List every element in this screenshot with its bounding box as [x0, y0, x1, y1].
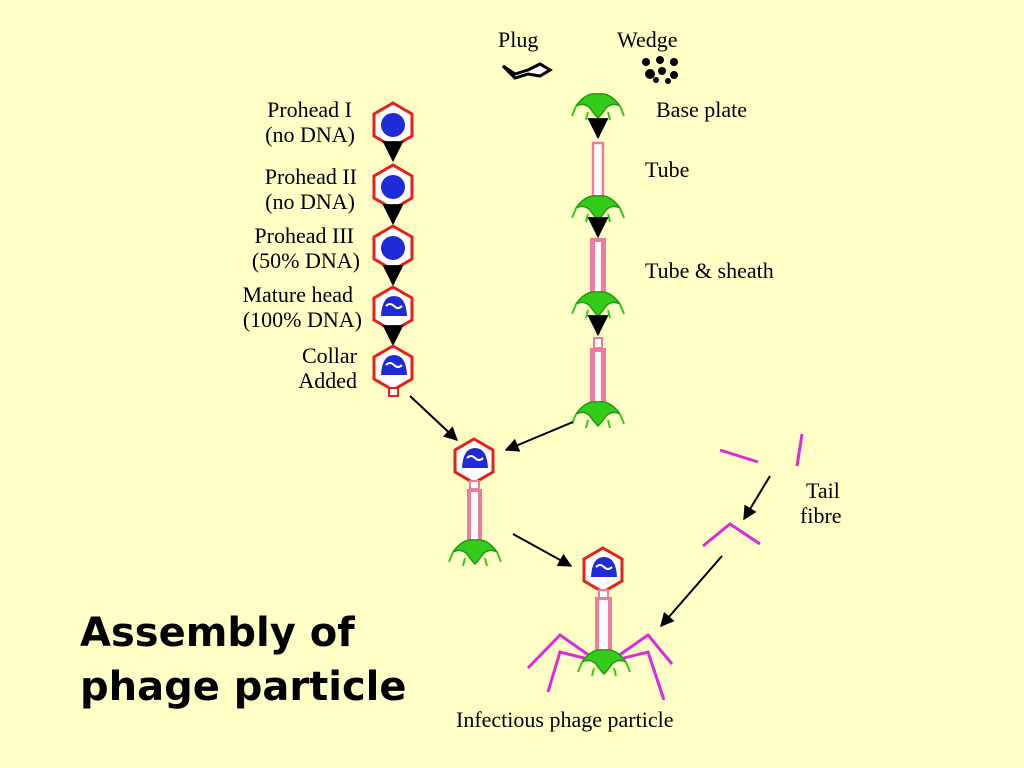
base-plate-shape: [571, 92, 625, 121]
wedge-label: Wedge: [617, 27, 678, 52]
plug-label: Plug: [498, 27, 538, 52]
collar-head-shape: [372, 344, 414, 397]
tail-fibre-label-line1: Tail: [806, 478, 840, 503]
arrow-collar-to-join: [409, 395, 459, 441]
prohead-2-sublabel: (no DNA): [265, 189, 355, 214]
collar-sublabel: Added: [298, 368, 357, 393]
prohead-3-sublabel: (50% DNA): [252, 248, 360, 273]
arrow-complex-to-final: [512, 533, 573, 567]
prohead-2-shape: [372, 163, 414, 211]
base-plate-label: Base plate: [656, 97, 747, 122]
prohead-3-label: Prohead III: [254, 223, 354, 248]
completed-tail: [571, 337, 625, 429]
slide-title-line2: phage particle: [80, 664, 407, 710]
tail-fibre-assembled: [702, 522, 761, 548]
arrow-tail-to-join: [504, 421, 574, 452]
tail-fibre-pieces: [719, 433, 804, 467]
collar-label: Collar: [302, 343, 358, 368]
arrow-fibre-to-final: [660, 555, 723, 628]
mature-head-label: Mature head: [242, 282, 353, 307]
prohead-2-label: Prohead II: [265, 164, 357, 189]
slide-title-line1: Assembly of: [80, 610, 355, 656]
prohead-1-shape: [372, 101, 414, 149]
arrow-fibre-pieces-to-fibre: [743, 475, 771, 521]
wedge-icon: [642, 56, 678, 84]
head-tail-complex: [448, 437, 502, 567]
infectious-phage-label: Infectious phage particle: [456, 707, 673, 732]
prohead-1-label: Prohead I: [267, 97, 352, 122]
mature-head-shape: [372, 285, 414, 333]
mature-head-sublabel: (100% DNA): [243, 307, 362, 332]
plug-icon: [501, 62, 553, 80]
tube-with-sheath: [571, 238, 625, 319]
prohead-1-sublabel: (no DNA): [265, 122, 355, 147]
slide-title: Assembly of phage particle: [80, 606, 407, 714]
tail-fibre-label-line2: fibre: [800, 503, 842, 528]
infectious-phage-shape: [526, 546, 674, 701]
tube-sheath-label: Tube & sheath: [645, 258, 774, 283]
tube-on-baseplate: [571, 141, 625, 223]
prohead-3-shape: [372, 224, 414, 272]
tube-label: Tube: [645, 157, 689, 182]
